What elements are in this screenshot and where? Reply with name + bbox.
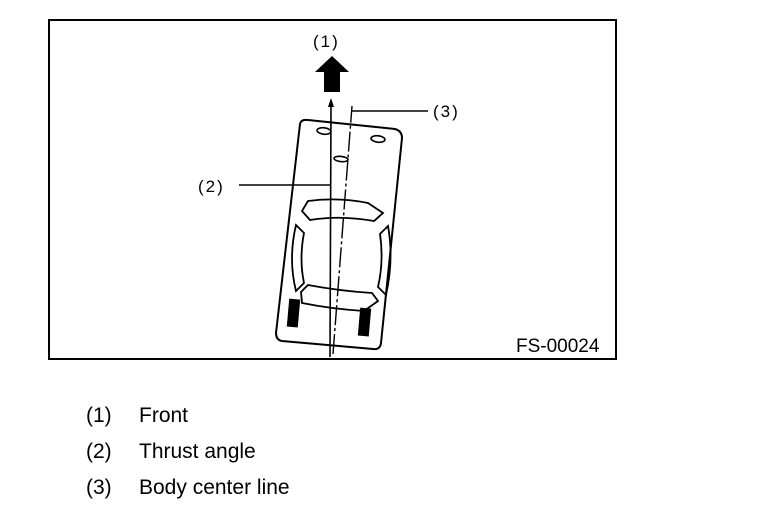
body-center-line	[332, 105, 353, 355]
rear-wheel-left	[286, 298, 301, 328]
hood-oval-right	[370, 134, 386, 144]
legend-number: (1)	[86, 404, 112, 427]
thrust-line	[329, 104, 332, 358]
legend-number: (2)	[86, 440, 112, 463]
hood-oval-left	[316, 126, 332, 136]
figure-code: FS-00024	[516, 336, 600, 357]
legend-number: (3)	[86, 476, 112, 499]
front-arrow-icon	[315, 56, 349, 92]
vehicle-body-outline	[274, 118, 404, 351]
legend-text: Front	[139, 404, 189, 427]
legend-item-front: (1) Front	[86, 398, 686, 434]
center-mark	[333, 155, 349, 163]
thrust-arrowhead-icon	[328, 98, 334, 107]
cabin-ring	[291, 198, 392, 312]
legend-text: Thrust angle	[139, 440, 256, 463]
rear-wheel-right	[357, 307, 372, 337]
wheel-alignment-diagram: (1) (3) (2)	[198, 32, 600, 358]
callout-thrust-label: (2)	[198, 177, 225, 196]
legend-text: Body center line	[139, 476, 290, 499]
legend: (1) Front (2) Thrust angle (3) Body cent…	[86, 398, 686, 506]
legend-item-body-center-line: (3) Body center line	[86, 470, 686, 506]
callout-center-label: (3)	[433, 102, 460, 121]
figure-frame: (1) (3) (2)	[48, 19, 617, 360]
callout-front-label: (1)	[313, 32, 340, 51]
legend-item-thrust-angle: (2) Thrust angle	[86, 434, 686, 470]
